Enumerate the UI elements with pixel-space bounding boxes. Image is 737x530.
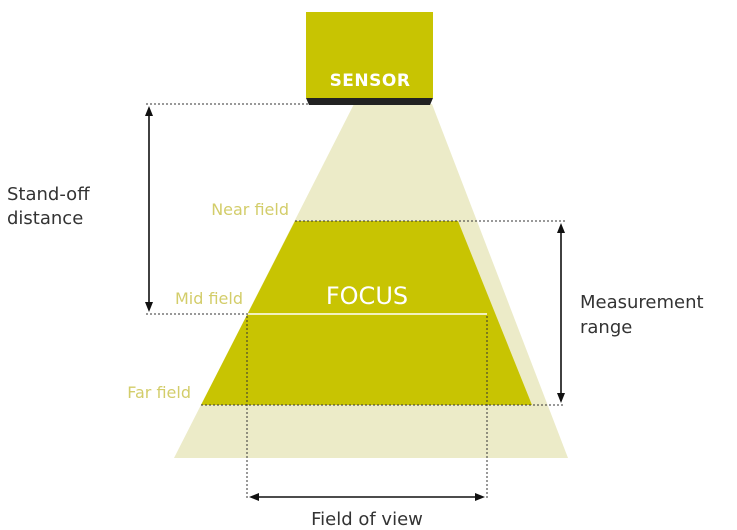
standoff-arrow bbox=[145, 106, 153, 312]
standoff-label-line1: Stand-off bbox=[7, 184, 90, 205]
mid-field-label: Mid field bbox=[175, 289, 243, 308]
sensor-base bbox=[306, 98, 433, 105]
near-field-label: Near field bbox=[211, 200, 289, 219]
measurement-label-line1: Measurement bbox=[580, 292, 704, 313]
sensor-label: SENSOR bbox=[330, 71, 411, 91]
sensor-block bbox=[306, 12, 433, 98]
focus-label: FOCUS bbox=[326, 282, 408, 310]
fov-arrow bbox=[249, 493, 485, 501]
focus-zone bbox=[201, 221, 532, 405]
dotted-guides bbox=[146, 103, 565, 500]
field-of-view-label: Field of view bbox=[311, 509, 423, 530]
standoff-label-line2: distance bbox=[7, 208, 83, 229]
far-field-label: Far field bbox=[127, 383, 191, 402]
measurement-label-line2: range bbox=[580, 317, 632, 338]
measurement-arrow bbox=[557, 223, 565, 403]
